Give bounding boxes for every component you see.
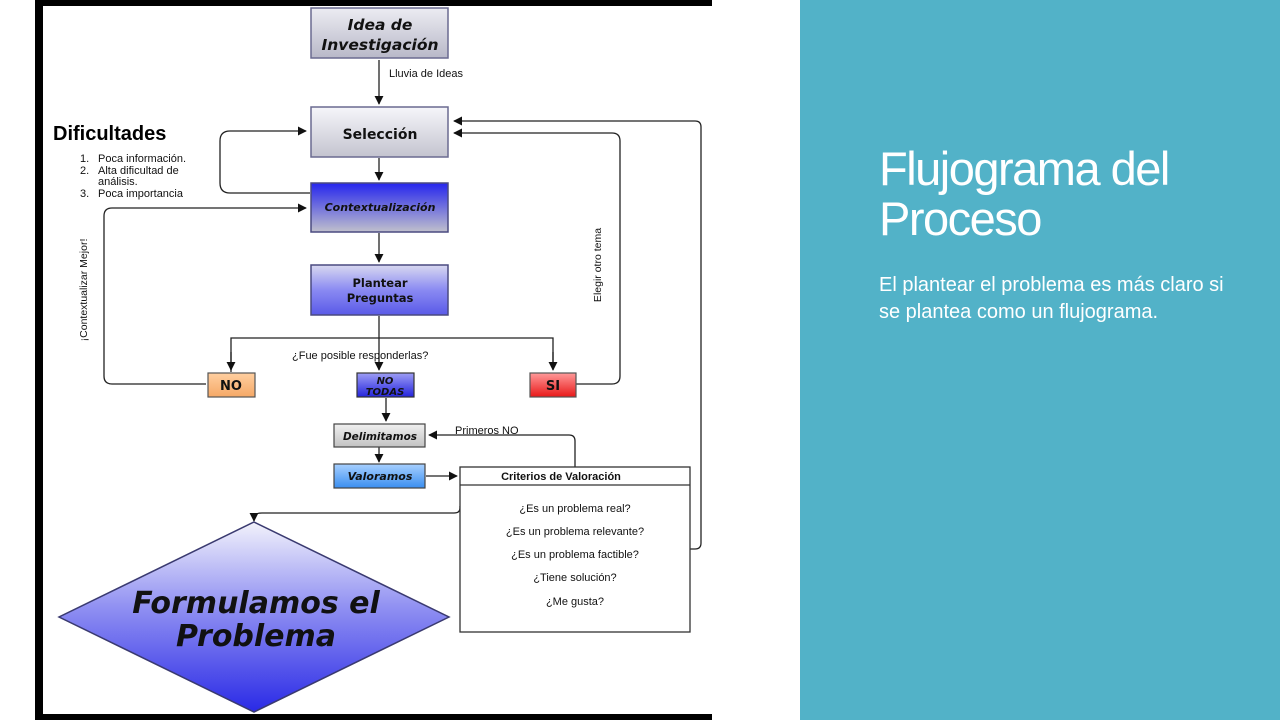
- no-todas-line1: NO: [377, 376, 394, 387]
- flowchart-svg: Idea de Investigación Lluvia de Ideas Se…: [53, 7, 702, 713]
- formulate-line2: Problema: [176, 619, 336, 654]
- preguntas-line2: Preguntas: [347, 291, 414, 305]
- formulate-diamond: Formulamos el Problema: [57, 521, 451, 713]
- difficulty-item-3: Poca importancia: [98, 188, 184, 200]
- difficulty-item-2b: análisis.: [98, 176, 138, 188]
- primeros-no-label: Primeros NO: [455, 425, 519, 437]
- side-panel: [800, 0, 1280, 720]
- preguntas-box: Plantear Preguntas: [310, 264, 449, 316]
- arrow-si-to-seleccion: [453, 128, 621, 385]
- arrow-criterios-to-formulamos: [249, 506, 461, 522]
- valoramos-box: Valoramos: [333, 463, 426, 489]
- no-box: NO: [207, 372, 256, 398]
- contextualize-better-label: ¡Contextualizar Mejor!: [78, 239, 90, 342]
- no-todas-box: NO TODAS: [356, 372, 415, 398]
- difficulty-item-1: Poca información.: [98, 153, 186, 165]
- criteria-item-5: ¿Me gusta?: [546, 596, 604, 608]
- criteria-item-1: ¿Es un problema real?: [519, 503, 630, 515]
- connectors: [103, 60, 702, 550]
- si-box: SI: [529, 372, 577, 398]
- flowchart-image: Idea de Investigación Lluvia de Ideas Se…: [43, 6, 712, 714]
- arrow-no-to-ctx: [103, 203, 307, 385]
- no-label: NO: [220, 379, 242, 394]
- delimitamos-label: Delimitamos: [343, 431, 417, 443]
- arrow-ctx-back-to-seleccion: [219, 126, 310, 194]
- criteria-box: Criterios de Valoración ¿Es un problema …: [459, 466, 691, 633]
- criteria-item-2: ¿Es un problema relevante?: [506, 526, 644, 538]
- difficulty-number-2: 2.: [80, 165, 89, 177]
- si-label: SI: [546, 379, 560, 394]
- contextualizacion-label: Contextualización: [325, 201, 436, 214]
- preguntas-line1: Plantear: [352, 276, 407, 290]
- criteria-item-4: ¿Tiene solución?: [533, 572, 616, 584]
- seleccion-box: Selección: [310, 106, 449, 158]
- criteria-title: Criterios de Valoración: [501, 471, 621, 483]
- brainstorm-label: Lluvia de Ideas: [389, 68, 463, 80]
- no-todas-line2: TODAS: [366, 387, 405, 398]
- formulate-line1: Formulamos el: [132, 586, 380, 621]
- idea-line2: Investigación: [321, 36, 438, 54]
- question-label: ¿Fue posible responderlas?: [292, 350, 428, 362]
- choose-other-label: Elegir otro tema: [592, 228, 604, 302]
- difficulty-number-3: 3.: [80, 188, 89, 200]
- idea-box: Idea de Investigación: [310, 7, 449, 59]
- contextualizacion-box: Contextualización: [310, 182, 449, 233]
- difficulty-number-1: 1.: [80, 153, 89, 165]
- arrow-criterios-to-delimitamos: [428, 430, 576, 467]
- difficulties-title: Dificultades: [53, 123, 166, 145]
- slide-title: Flujograma del Proceso: [879, 142, 1170, 245]
- arrow-criterios-to-seleccion: [453, 116, 702, 550]
- difficulty-item-2: Alta dificultad de: [98, 165, 179, 177]
- criteria-item-3: ¿Es un problema factible?: [511, 549, 639, 561]
- diagram-frame: Idea de Investigación Lluvia de Ideas Se…: [35, 0, 712, 720]
- delimitamos-box: Delimitamos: [333, 423, 426, 448]
- idea-line1: Idea de: [348, 16, 413, 34]
- valoramos-label: Valoramos: [348, 470, 413, 483]
- difficulties-list: 1. Poca información. 2. Alta dificultad …: [80, 153, 186, 200]
- seleccion-label: Selección: [343, 127, 418, 143]
- slide-body: El plantear el problema es más claro si …: [879, 274, 1224, 323]
